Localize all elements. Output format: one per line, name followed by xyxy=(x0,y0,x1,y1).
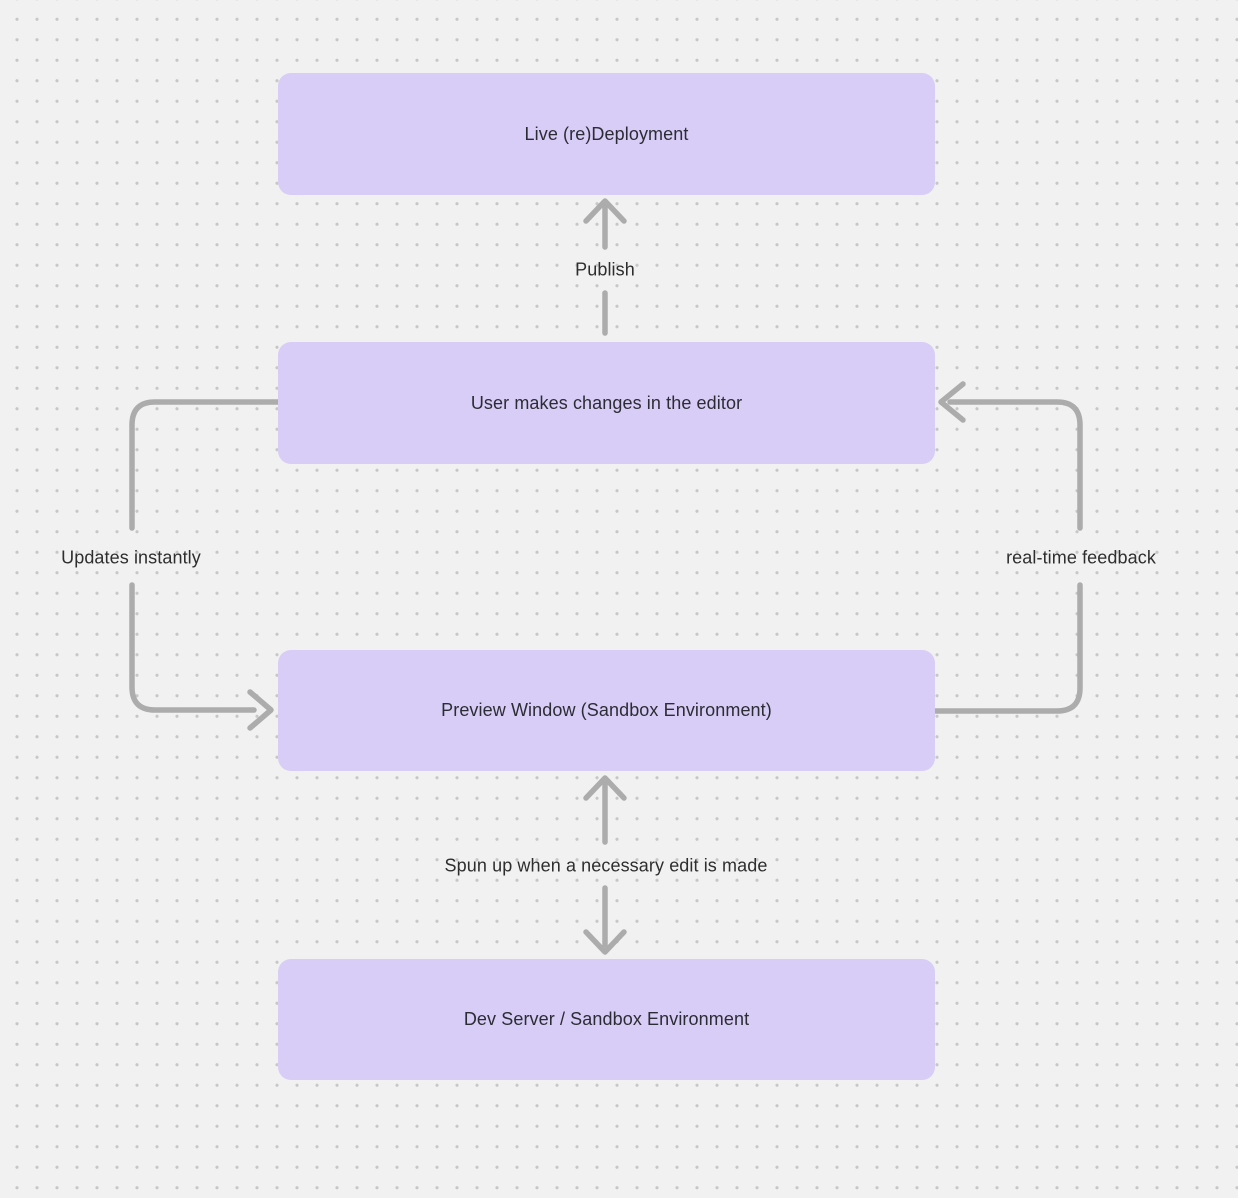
updates-instantly-arrowhead xyxy=(247,689,274,731)
node-dev-server[interactable]: Dev Server / Sandbox Environment xyxy=(278,959,935,1080)
realtime-feedback-arrowhead xyxy=(938,381,966,423)
edge-label-publish: Publish xyxy=(575,259,635,280)
updates-instantly-arrow-lower xyxy=(129,582,257,713)
node-user-editor[interactable]: User makes changes in the editor xyxy=(278,342,935,464)
realtime-feedback-arrow-lower xyxy=(931,582,1083,714)
publish-arrowhead xyxy=(583,198,627,224)
edge-label-realtime-feedback: real-time feedback xyxy=(1006,547,1156,568)
node-preview-window-label: Preview Window (Sandbox Environment) xyxy=(441,700,772,720)
spun-up-arrowhead-down xyxy=(583,929,627,955)
node-dev-server-label: Dev Server / Sandbox Environment xyxy=(463,1009,750,1029)
spun-up-arrowhead-up xyxy=(583,775,627,801)
realtime-feedback-arrow-upper xyxy=(947,399,1083,531)
node-preview-window[interactable]: Preview Window (Sandbox Environment) xyxy=(278,650,935,771)
updates-instantly-arrow-upper xyxy=(129,399,281,531)
node-live-deployment[interactable]: Live (re)Deployment xyxy=(278,73,935,195)
edge-label-spun-up: Spun up when a necessary edit is made xyxy=(444,855,768,876)
node-user-editor-label: User makes changes in the editor xyxy=(470,392,743,413)
edge-label-updates-instantly: Updates instantly xyxy=(61,547,201,568)
node-live-deployment-label: Live (re)Deployment xyxy=(524,123,689,144)
